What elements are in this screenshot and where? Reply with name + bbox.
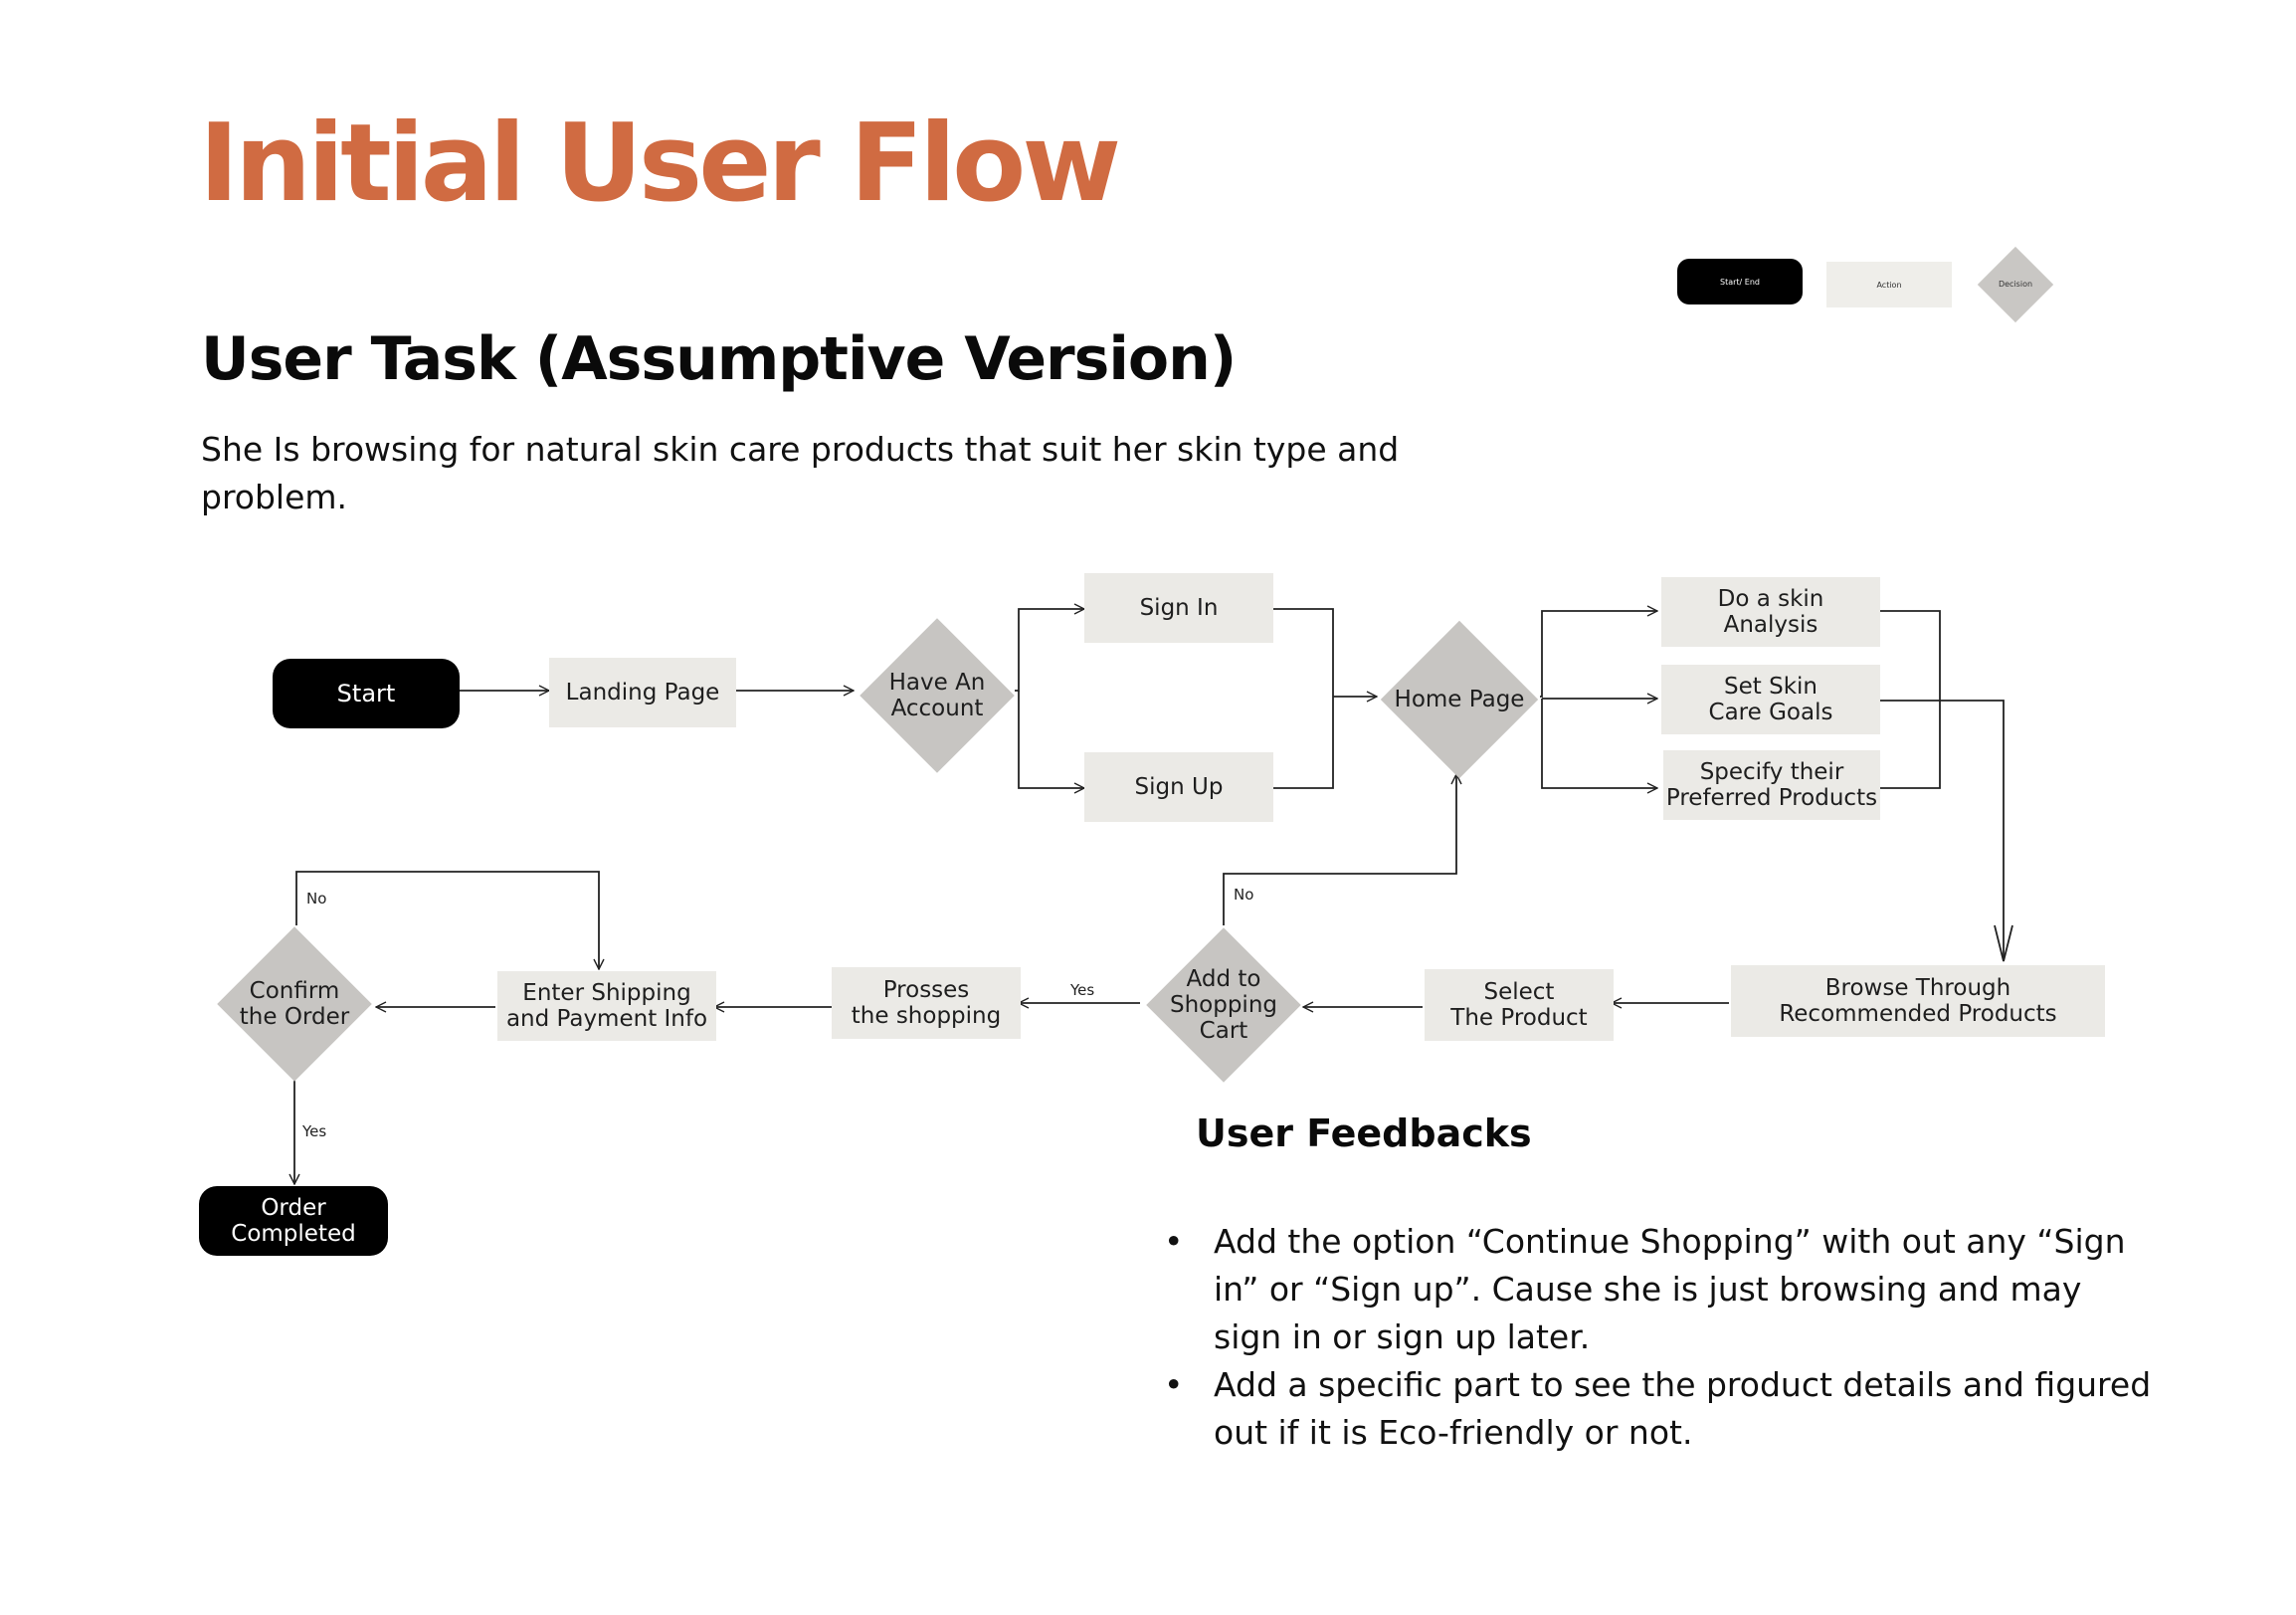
edge-label-cart-yes: Yes: [1070, 981, 1095, 999]
node-prosses-shopping: Prosses the shopping: [832, 967, 1021, 1039]
node-browse-recommended: Browse Through Recommended Products: [1731, 965, 2105, 1037]
feedback-item: • Add a specific part to see the product …: [1160, 1361, 2155, 1457]
legend-action: Action: [1826, 262, 1952, 307]
feedback-list: • Add the option “Continue Shopping” with…: [1160, 1218, 2155, 1457]
connector-options-merge: [1878, 610, 1941, 789]
connector-account-signin: [1015, 609, 1084, 692]
node-add-to-cart-label: Add to Shopping Cart: [1169, 966, 1277, 1044]
node-home-page: Home Page: [1377, 620, 1542, 779]
node-shipping-payment: Enter Shipping and Payment Info: [497, 971, 716, 1041]
node-skin-goals: Set Skin Care Goals: [1661, 665, 1880, 734]
connector-home-preferred: [1541, 699, 1657, 788]
connector-signin-merge: [1271, 608, 1334, 789]
edge-label-confirm-yes: Yes: [302, 1122, 327, 1140]
legend-decision-label: Decision: [1998, 279, 2033, 289]
node-have-account: Have An Account: [858, 618, 1017, 773]
node-have-account-label: Have An Account: [888, 670, 986, 721]
node-add-to-cart: Add to Shopping Cart: [1140, 927, 1307, 1083]
bullet-icon: •: [1164, 1222, 1184, 1261]
bullet-icon: •: [1164, 1365, 1184, 1404]
node-confirm-order-label: Confirm the Order: [239, 978, 350, 1030]
task-description: She Is browsing for natural skin care pr…: [201, 430, 1400, 516]
section-title: User Task (Assumptive Version): [201, 324, 1237, 394]
node-order-completed: Order Completed: [199, 1186, 388, 1256]
feedback-item-text: Add a specific part to see the product d…: [1214, 1365, 2152, 1452]
node-skin-analysis: Do a skin Analysis: [1661, 577, 1880, 647]
edge-label-confirm-no: No: [306, 890, 327, 908]
connector-home-analysis: [1540, 611, 1657, 698]
node-landing-page: Landing Page: [549, 658, 736, 727]
node-home-page-label: Home Page: [1394, 687, 1525, 712]
feedback-item-text: Add the option “Continue Shopping” with …: [1214, 1222, 2126, 1356]
node-sign-in: Sign In: [1084, 573, 1273, 643]
page-title: Initial User Flow: [199, 101, 1121, 226]
edge-label-cart-no: No: [1234, 886, 1254, 904]
legend-start-end: Start/ End: [1677, 259, 1803, 304]
connector-confirm-shipping-no: [295, 871, 599, 969]
node-confirm-order: Confirm the Order: [213, 926, 376, 1082]
connector-cart-home-no: [1223, 774, 1456, 925]
node-sign-up: Sign Up: [1084, 752, 1273, 822]
feedback-title: User Feedbacks: [1196, 1111, 1532, 1155]
connector-goals-browse: [1878, 700, 2013, 962]
feedback-item: • Add the option “Continue Shopping” with…: [1160, 1218, 2155, 1361]
node-preferred-products: Specify their Preferred Products: [1663, 750, 1880, 820]
connector-account-signup: [1018, 691, 1084, 788]
node-start: Start: [273, 659, 460, 728]
node-select-product: Select The Product: [1425, 969, 1614, 1041]
legend-decision: Decision: [1976, 246, 2055, 323]
